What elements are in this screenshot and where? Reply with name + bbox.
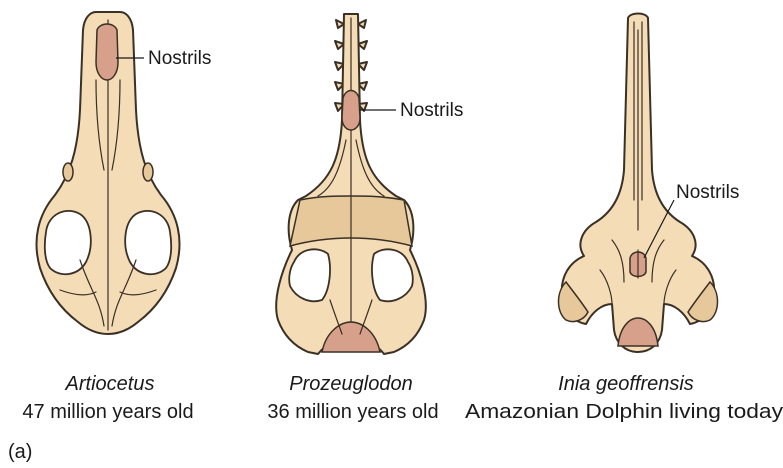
artiocetus-age: 47 million years old [22,401,193,423]
inia-age: Amazonian Dolphin living today [465,401,783,423]
prozeuglodon-nostrils-label: Nostrils [400,100,463,121]
prozeuglodon-nostril [342,91,360,131]
inia-skull: Nostrils [559,14,740,353]
panel-label: (a) [8,441,32,463]
artiocetus-skull: Nostrils [36,12,211,334]
artiocetus-species-name: Artiocetus [65,373,155,395]
prozeuglodon-species-name: Prozeuglodon [289,373,412,395]
inia-nostrils-label: Nostrils [676,182,739,203]
artiocetus-nostril [96,24,118,80]
artiocetus-nostrils-label: Nostrils [148,48,211,69]
inia-species-name: Inia geoffrensis [558,373,694,395]
prozeuglodon-age: 36 million years old [267,401,438,423]
prozeuglodon-skull: Nostrils [276,14,463,354]
